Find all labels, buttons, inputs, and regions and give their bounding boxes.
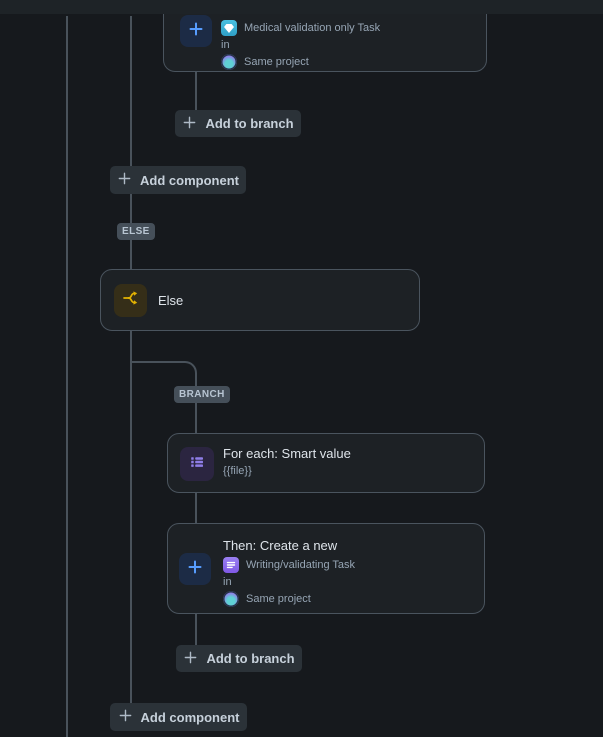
root-connector-line xyxy=(66,16,68,737)
task-type-label: Medical validation only Task xyxy=(244,22,381,34)
plus-icon xyxy=(182,115,197,133)
then-action-tile xyxy=(179,553,211,585)
task-type-row: Medical validation only Task xyxy=(221,20,380,36)
task-type-row: Writing/validating Task xyxy=(223,557,355,573)
create-task-card-clipped[interactable]: Medical validation only Task in Same pro… xyxy=(163,14,487,72)
clipped-card-connector xyxy=(195,72,197,110)
scope-row: Same project xyxy=(223,591,355,607)
foreach-smart-value: {{file}} xyxy=(223,465,252,477)
branch-badge: BRANCH xyxy=(174,386,230,403)
plus-icon xyxy=(118,708,133,726)
then-card-title: Then: Create a new xyxy=(223,538,338,553)
scope-label: Same project xyxy=(246,593,311,605)
then-create-task-card[interactable]: Then: Create a new Writing/validating Ta… xyxy=(167,523,485,614)
add-to-branch-label: Add to branch xyxy=(206,651,295,666)
scope-row: Same project xyxy=(221,54,380,70)
plus-icon xyxy=(117,171,132,189)
add-to-branch-label: Add to branch xyxy=(205,116,294,131)
add-component-button-upper[interactable]: Add component xyxy=(110,166,246,194)
foreach-tile xyxy=(180,447,214,481)
top-clipped-band xyxy=(0,0,603,14)
else-badge: ELSE xyxy=(117,223,155,240)
scope-label: Same project xyxy=(244,56,309,68)
foreach-smart-value-card[interactable]: For each: Smart value {{file}} xyxy=(167,433,485,493)
add-component-label: Add component xyxy=(140,709,240,725)
foreach-then-connector xyxy=(195,493,197,524)
then-card-connector xyxy=(195,613,197,646)
else-card-title: Else xyxy=(158,293,184,308)
project-avatar-icon xyxy=(221,54,237,70)
task-type-label: Writing/validating Task xyxy=(246,559,356,571)
preposition-label: in xyxy=(223,576,232,588)
plus-icon xyxy=(187,559,203,580)
document-icon xyxy=(223,557,239,573)
gem-icon xyxy=(221,20,237,36)
list-icon xyxy=(188,453,206,476)
else-condition-tile xyxy=(114,284,147,317)
preposition-row: in xyxy=(221,39,380,51)
add-to-branch-button-lower[interactable]: Add to branch xyxy=(176,645,302,672)
plus-icon xyxy=(183,650,198,668)
create-action-tile xyxy=(180,15,212,47)
foreach-card-title: For each: Smart value xyxy=(223,446,351,461)
preposition-label: in xyxy=(221,39,230,51)
else-connector-line xyxy=(130,16,132,703)
add-component-label: Add component xyxy=(140,172,239,188)
add-component-button-lower[interactable]: Add component xyxy=(110,703,247,731)
add-to-branch-button-upper[interactable]: Add to branch xyxy=(175,110,301,137)
else-condition-card[interactable]: Else xyxy=(100,269,420,331)
branch-split-icon xyxy=(122,289,140,312)
plus-icon xyxy=(188,21,204,42)
project-avatar-icon xyxy=(223,591,239,607)
preposition-row: in xyxy=(223,576,355,588)
